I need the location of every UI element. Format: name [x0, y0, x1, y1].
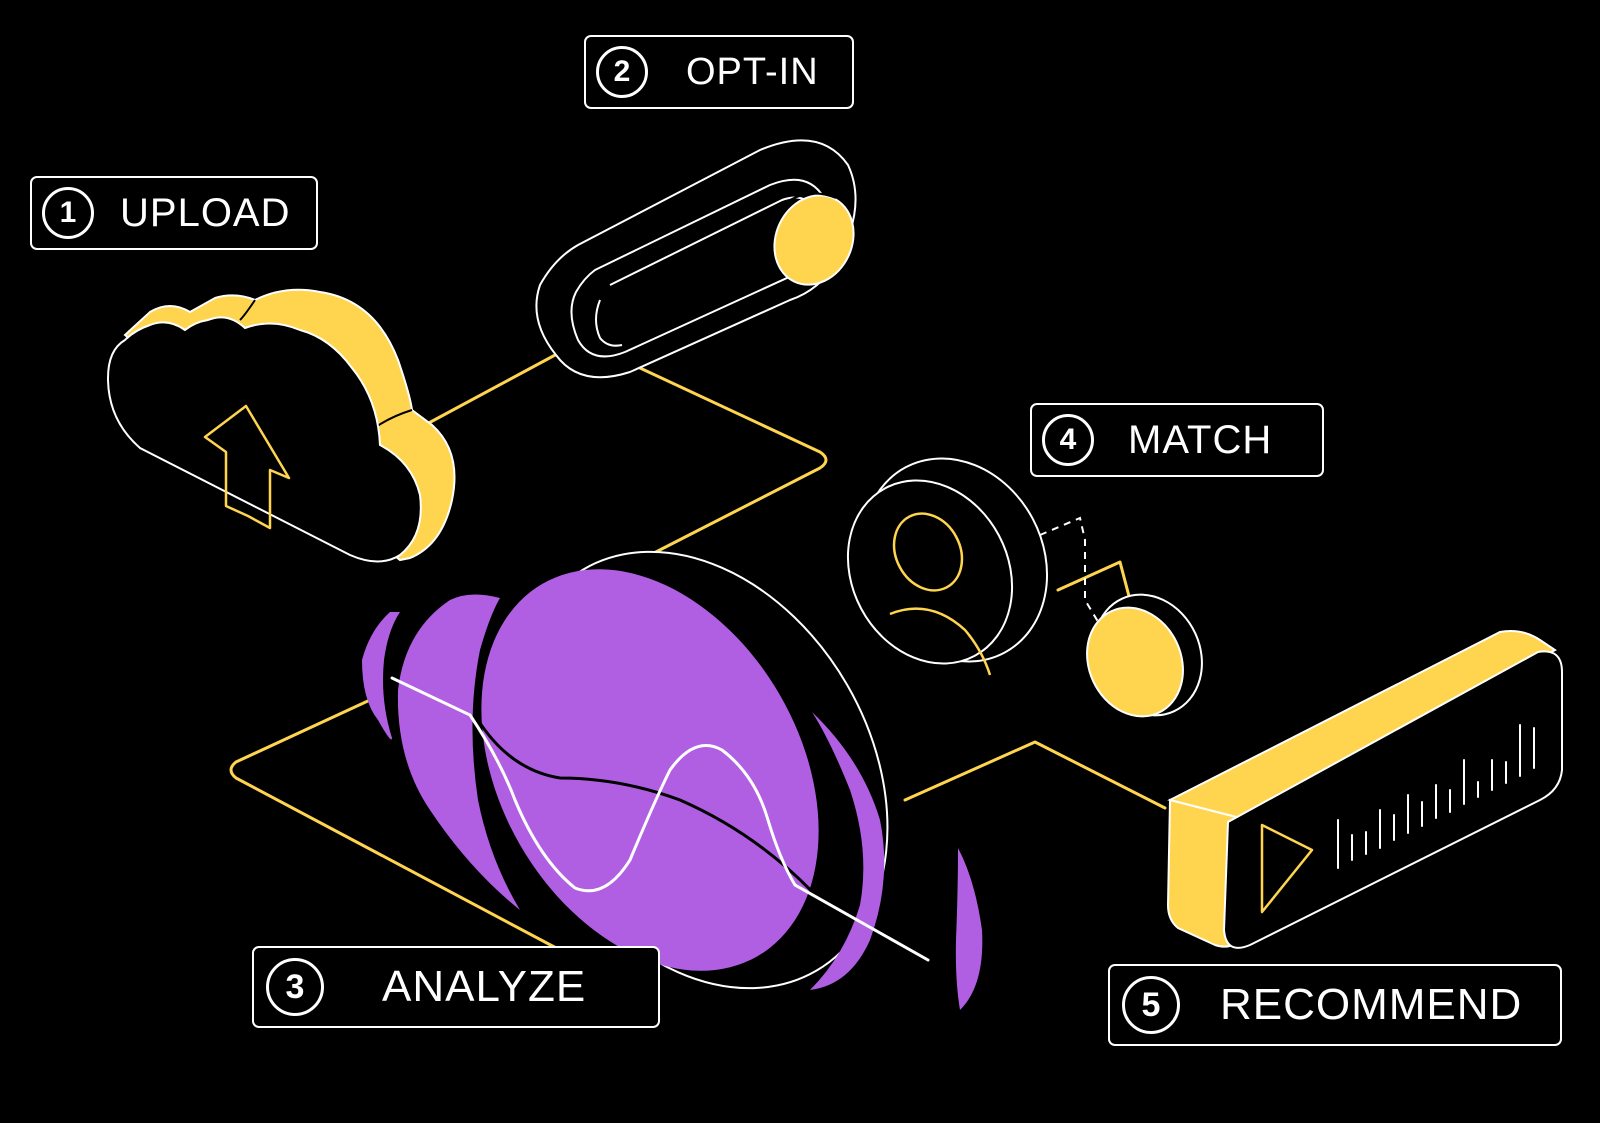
step-number-badge: 5 — [1122, 976, 1180, 1034]
sound-wave-disc-icon — [362, 550, 983, 1010]
step-number-badge: 2 — [596, 46, 648, 98]
step-title: UPLOAD — [120, 191, 291, 235]
step-number-badge: 1 — [42, 187, 94, 239]
step-label-analyze: 3 ANALYZE — [252, 946, 660, 1028]
user-match-icon — [846, 457, 1203, 718]
connector-path — [229, 345, 1167, 952]
step-label-upload: 1 UPLOAD — [30, 176, 318, 250]
step-label-recommend: 5 RECOMMEND — [1108, 964, 1562, 1046]
step-title: MATCH — [1128, 418, 1273, 462]
step-label-opt-in: 2 OPT-IN — [584, 35, 854, 109]
toggle-switch-icon — [535, 139, 857, 379]
audio-player-icon — [1166, 630, 1563, 949]
step-number-badge: 4 — [1042, 414, 1094, 466]
step-label-match: 4 MATCH — [1030, 403, 1324, 477]
step-number-badge: 3 — [266, 958, 324, 1016]
step-title: RECOMMEND — [1220, 980, 1523, 1029]
step-title: OPT-IN — [686, 51, 819, 93]
step-title: ANALYZE — [382, 962, 587, 1011]
cloud-upload-icon — [106, 288, 456, 563]
